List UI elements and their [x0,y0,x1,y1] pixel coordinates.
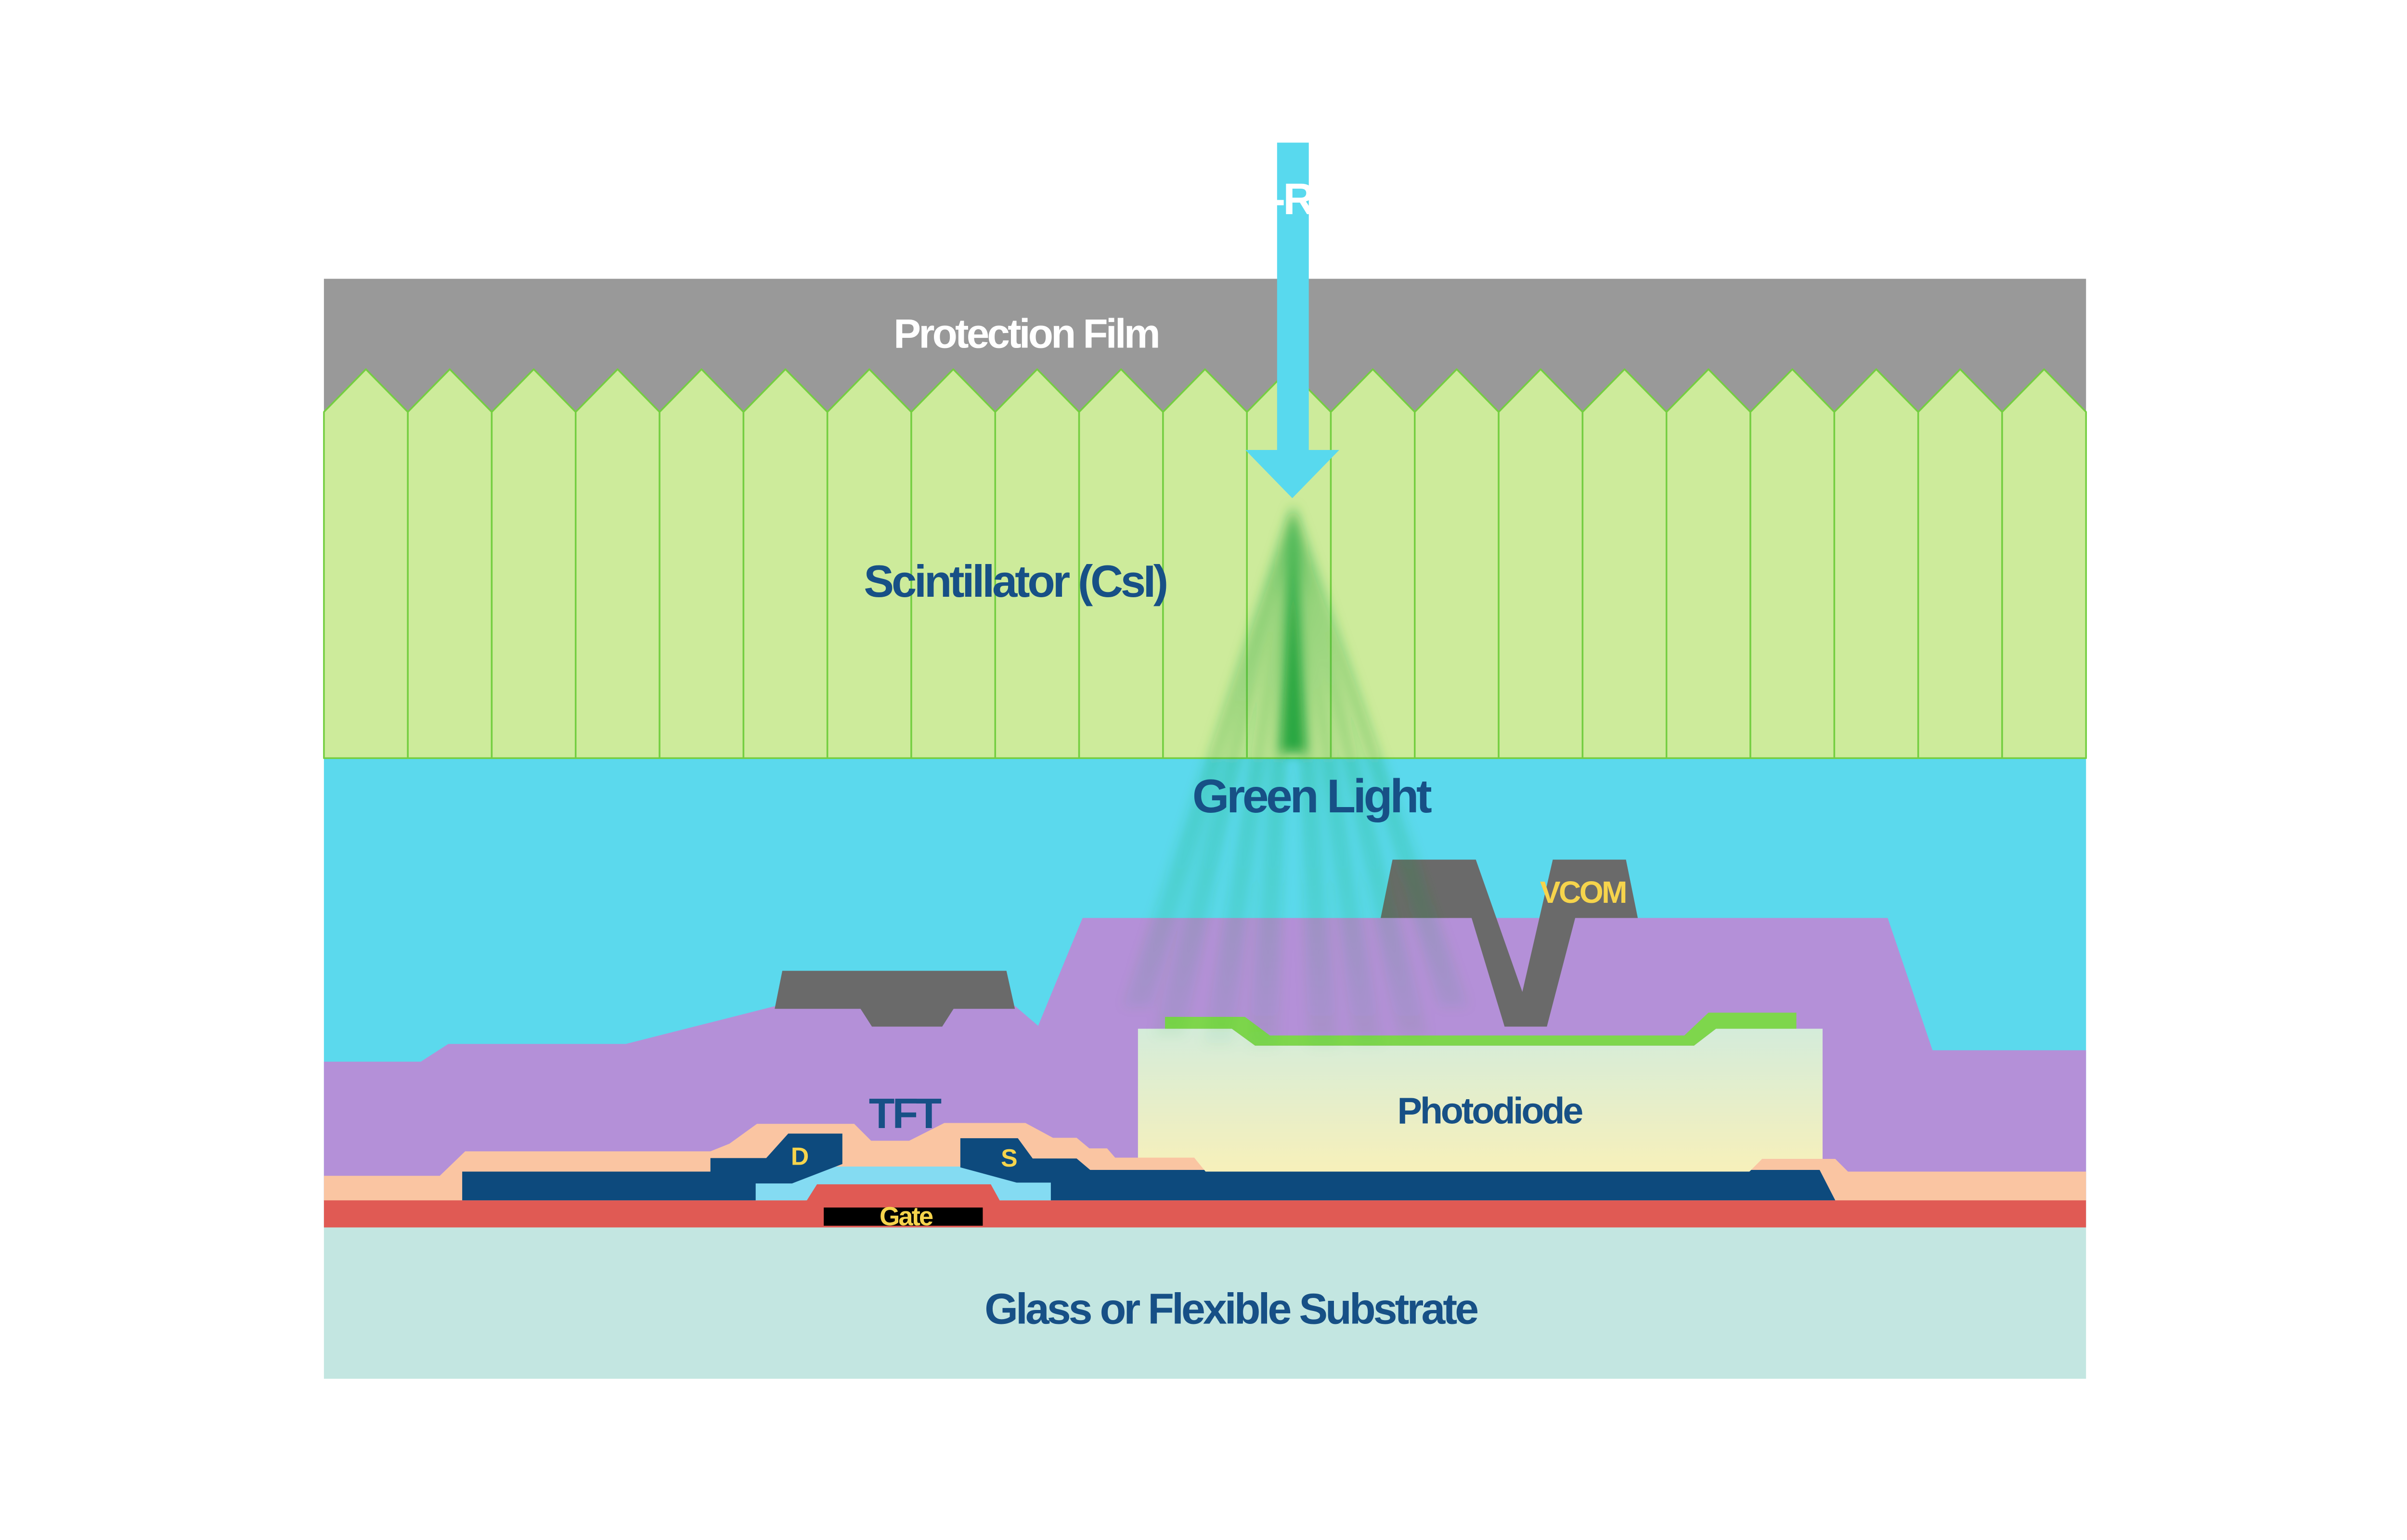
scintillator-column [1078,368,1164,759]
photodiode-body [1138,1028,1823,1172]
gate-bar [824,1207,983,1226]
protection-film-label: Protection Film [893,311,1158,357]
light-ray [1293,505,1339,1047]
scintillator-layer [323,368,2087,759]
light-ray [1293,505,1383,1045]
xray-label: X-Ray [1243,174,1359,224]
gate-label: Gate [880,1202,933,1231]
xray-arrow [1245,142,1339,499]
source-electrode [960,1138,1836,1201]
semiconductor-channel [752,1166,1052,1201]
vcom-electrode [1381,860,1638,1027]
source-label: S [1001,1144,1017,1172]
scintillator-column [1917,368,2003,759]
scintillator-column [323,368,409,759]
scintillator-column [1665,368,1751,759]
scintillator-column [1498,368,1584,759]
scintillator-column [910,368,996,759]
light-ray [1247,505,1294,1047]
light-ray [1153,505,1294,1037]
scintillator-column [407,368,493,759]
green-light-label: Green Light [1192,770,1432,822]
scintillator-column [1414,368,1500,759]
substrate-label: Glass or Flexible Substrate [984,1285,1477,1333]
scintillator-label: Scintillator (CsI) [864,556,1166,606]
tft-label: TFT [869,1090,942,1137]
light-ray [1123,505,1294,1007]
scintillator-column [1749,368,1836,759]
scintillator-column [2001,368,2087,759]
scintillator-column [659,368,745,759]
scintillator-column [742,368,828,759]
scintillator-column [575,368,660,759]
substrate-layer [324,1226,2086,1379]
photodiode-label: Photodiode [1398,1090,1583,1131]
scintillator-column [491,368,577,759]
scintillator-column [1330,368,1416,759]
vcom-label: VCOM [1540,875,1626,910]
light-ray [1204,505,1294,1045]
gate-line-layer [324,1183,2086,1228]
scintillator-column [1581,368,1668,759]
scintillator-column [994,368,1080,759]
drain-electrode [462,1133,842,1201]
light-ray [1280,505,1306,753]
scintillator-column [826,368,912,759]
scintillator-column [1833,368,1919,759]
common-electrode-left [775,971,1015,1027]
drain-label: D [791,1142,808,1170]
